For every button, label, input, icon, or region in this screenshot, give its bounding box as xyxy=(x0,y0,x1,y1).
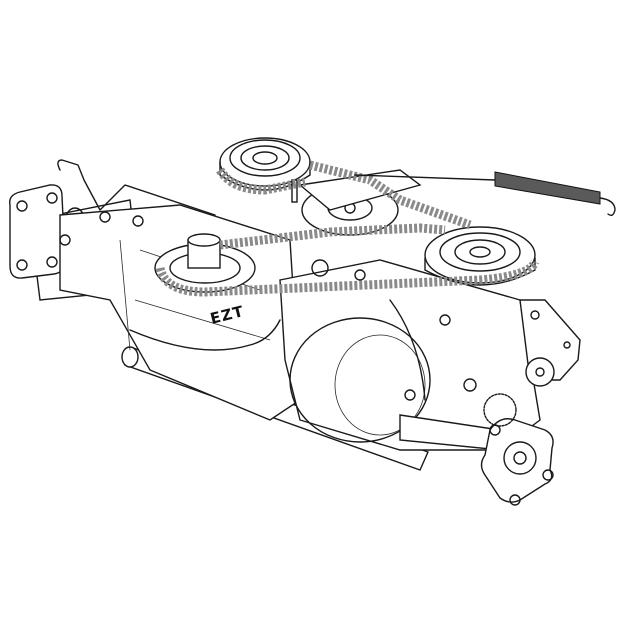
tension-spring xyxy=(354,171,616,217)
right-wheel-hub xyxy=(399,414,554,506)
upper-drive-pulley xyxy=(219,137,311,203)
drive-belt xyxy=(155,160,540,297)
left-pulley xyxy=(154,233,256,293)
control-bracket xyxy=(519,299,581,387)
right-pulley xyxy=(424,226,536,286)
idler-pulley xyxy=(298,169,422,236)
bolts xyxy=(59,211,477,401)
linkage-rod xyxy=(57,159,216,216)
right-transaxle-housing xyxy=(279,259,541,451)
sprocket-gear xyxy=(483,393,517,427)
left-transaxle-housing xyxy=(59,204,301,421)
